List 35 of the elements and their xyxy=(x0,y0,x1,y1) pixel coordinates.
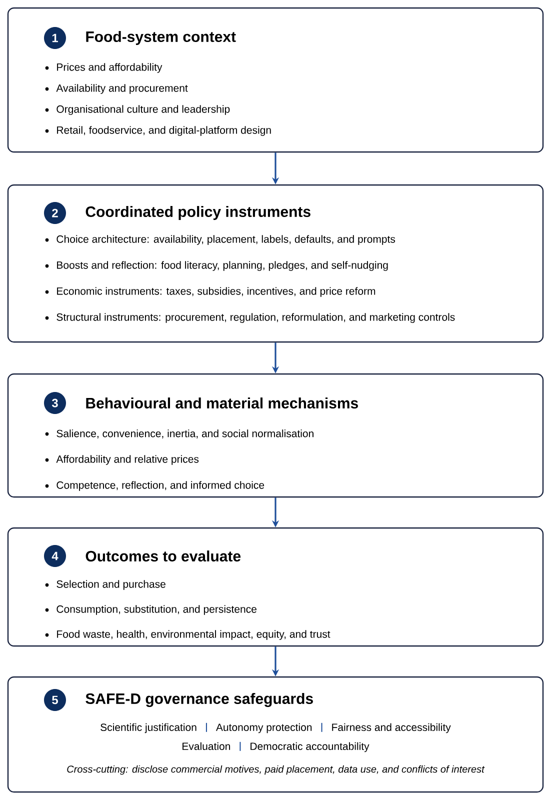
bullet-item: Organisational culture and leadership xyxy=(45,105,230,115)
stage-heading: Outcomes to evaluate xyxy=(86,550,241,562)
bullet-item: Food waste, health, environmental impact, equity, and trust xyxy=(45,630,330,640)
bullet-item: Selection and purchase xyxy=(45,580,166,590)
note-text: Cross-cutting: disclose commercial motives, paid placement, data use, and conflicts of interest xyxy=(67,765,485,775)
bullet-item: Economic instruments: taxes, subsidies, incentives, and price reform xyxy=(45,287,376,297)
stage-box xyxy=(7,373,544,498)
stage-box xyxy=(7,7,544,153)
stage-box xyxy=(7,676,544,793)
bullet-item: Affordability and relative prices xyxy=(45,455,199,465)
safeguard-item: Fairness and accessibility xyxy=(332,723,451,734)
bullet-item: Salience, convenience, inertia, and social normalisation xyxy=(45,430,314,438)
bullet-item: Availability and procurement xyxy=(45,84,188,94)
number-badge: 2 xyxy=(44,202,66,224)
number-badge: 1 xyxy=(44,27,66,49)
stage-box xyxy=(7,184,544,343)
number-badge: 3 xyxy=(44,392,66,414)
bullet-item: Structural instruments: procurement, regulation, reformulation, and marketing controls xyxy=(45,313,455,323)
number-badge: 5 xyxy=(44,689,66,711)
stage-box xyxy=(7,527,544,647)
safeguard-item: Evaluation xyxy=(182,742,230,750)
bullet-item: Prices and affordability xyxy=(45,63,162,73)
safeguard-item: Autonomy protection xyxy=(216,723,312,734)
bullet-item: Retail, foodservice, and digital-platform design xyxy=(45,126,271,136)
bullet-item: Competence, reflection, and informed choice xyxy=(45,481,264,491)
safeguard-item: Democratic accountability xyxy=(250,742,370,752)
stage-heading: Coordinated policy instruments xyxy=(86,206,310,220)
stage-heading: Behavioural and material mechanisms xyxy=(86,398,358,408)
safeguard-item: Scientific justification xyxy=(100,723,196,734)
number-badge: 4 xyxy=(44,545,66,567)
bullet-item: Choice architecture: availability, placement, labels, defaults, and prompts xyxy=(45,235,396,245)
stage-heading: Food-system context xyxy=(86,31,236,45)
stage-heading: SAFE-D governance safeguards xyxy=(86,692,313,708)
bullet-item: Boosts and reflection: food literacy, planning, pledges, and self-nudging xyxy=(45,261,388,271)
bullet-item: Consumption, substitution, and persistence xyxy=(45,605,256,615)
